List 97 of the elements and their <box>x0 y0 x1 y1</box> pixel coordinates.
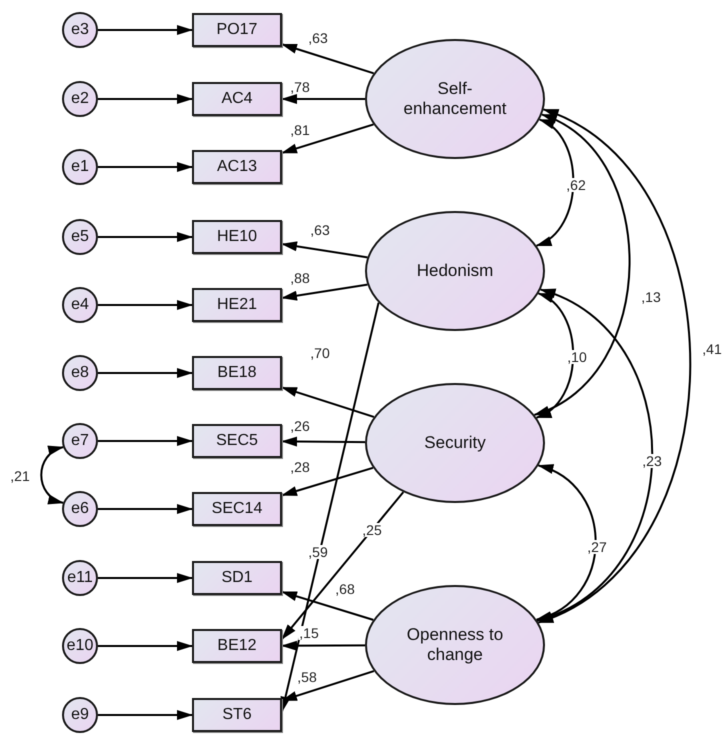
variable-name: SEC5 <box>216 431 258 451</box>
edge-label: ,23 <box>641 454 663 468</box>
observed-variable-box <box>192 288 282 322</box>
edge-label: ,41 <box>701 342 723 356</box>
edge-label: ,13 <box>640 290 662 304</box>
error-term-circle <box>62 560 98 596</box>
covariance-arrow <box>536 118 574 247</box>
observed-variable-box <box>192 492 282 526</box>
variable-name: e8 <box>71 363 89 383</box>
observed-variable-box <box>192 13 282 47</box>
arrow <box>98 710 193 720</box>
variable-name: SD1 <box>221 568 253 588</box>
edge-label: ,63 <box>309 223 331 237</box>
variable-name: BE18 <box>217 363 257 383</box>
arrow <box>98 162 193 172</box>
edge-label: ,27 <box>586 540 608 554</box>
variable-name: AC13 <box>216 157 258 177</box>
error-term-circle <box>62 355 98 391</box>
arrow <box>98 232 193 242</box>
variable-name: e7 <box>71 431 89 451</box>
variable-name: e2 <box>71 89 89 109</box>
variable-name: HE21 <box>216 295 258 315</box>
error-term-circle <box>62 491 98 527</box>
covariance-arrow <box>538 108 692 624</box>
edge-label: ,88 <box>289 271 311 285</box>
edge-label: ,25 <box>361 523 383 537</box>
observed-variable-box <box>192 220 282 254</box>
variable-name: ST6 <box>222 705 252 725</box>
arrow <box>281 241 368 258</box>
covariance-arrow <box>40 446 64 504</box>
variable-name: e10 <box>66 636 94 656</box>
arrow <box>98 94 193 104</box>
variable-name: e4 <box>71 295 89 315</box>
arrow <box>98 368 193 378</box>
variable-name: e5 <box>71 227 89 247</box>
variable-name: AC4 <box>221 89 253 109</box>
variable-name: e3 <box>71 20 89 40</box>
observed-variable-box <box>192 698 282 732</box>
arrow <box>281 640 365 651</box>
error-term-circle <box>62 287 98 323</box>
observed-variable-box <box>192 629 282 663</box>
error-term-circle <box>62 12 98 48</box>
edge-label: ,59 <box>307 545 329 559</box>
arrow <box>281 94 365 104</box>
variable-name: Openness to change <box>406 624 504 666</box>
variable-name: e6 <box>71 499 89 519</box>
arrow <box>98 641 193 651</box>
edge-label: ,15 <box>298 626 320 640</box>
edge-label: ,28 <box>289 460 311 474</box>
covariance-arrow <box>534 114 631 416</box>
observed-variable-box <box>192 82 282 116</box>
arrow <box>98 300 193 310</box>
observed-variable-box <box>192 561 282 595</box>
variable-name: e9 <box>71 705 89 725</box>
arrow <box>281 491 404 640</box>
variable-name: PO17 <box>216 20 258 40</box>
covariance-arrow <box>536 292 574 419</box>
arrow <box>281 123 374 154</box>
arrow <box>281 43 374 74</box>
edge-label: ,81 <box>289 123 311 137</box>
edge-label: ,26 <box>289 419 311 433</box>
variable-name: e1 <box>71 157 89 177</box>
variable-name: Hedonism <box>416 260 494 282</box>
observed-variable-box <box>192 356 282 390</box>
arrow <box>98 504 193 514</box>
arrow <box>281 590 374 621</box>
error-term-circle <box>62 423 98 459</box>
error-term-circle <box>62 149 98 185</box>
edge-label: ,68 <box>334 582 356 596</box>
arrow <box>281 436 366 447</box>
error-term-circle <box>62 219 98 255</box>
arrow <box>281 466 374 496</box>
edge-label: ,10 <box>566 350 588 364</box>
variable-name: SEC14 <box>212 499 262 519</box>
arrow <box>98 573 193 583</box>
observed-variable-box <box>192 424 282 458</box>
edge-label: ,63 <box>307 31 329 45</box>
edge-label: ,21 <box>9 469 31 483</box>
error-term-circle <box>62 628 98 664</box>
edge-label: ,70 <box>309 346 331 360</box>
arrow <box>98 25 193 35</box>
arrow <box>281 284 368 301</box>
variable-name: HE10 <box>216 227 258 247</box>
variable-name: Security <box>424 432 486 454</box>
arrow <box>281 386 374 418</box>
variable-name: Self-enhancement <box>402 78 508 120</box>
arrow <box>280 302 380 713</box>
variable-name: BE12 <box>217 636 257 656</box>
error-term-circle <box>62 81 98 117</box>
covariance-arrow <box>536 464 597 621</box>
error-term-circle <box>62 697 98 733</box>
edge-label: ,78 <box>289 80 311 94</box>
observed-variable-box <box>192 150 282 184</box>
edge-label: ,62 <box>565 178 587 192</box>
edge-label: ,58 <box>296 670 318 684</box>
arrow <box>98 436 193 446</box>
variable-name: e11 <box>67 568 93 588</box>
